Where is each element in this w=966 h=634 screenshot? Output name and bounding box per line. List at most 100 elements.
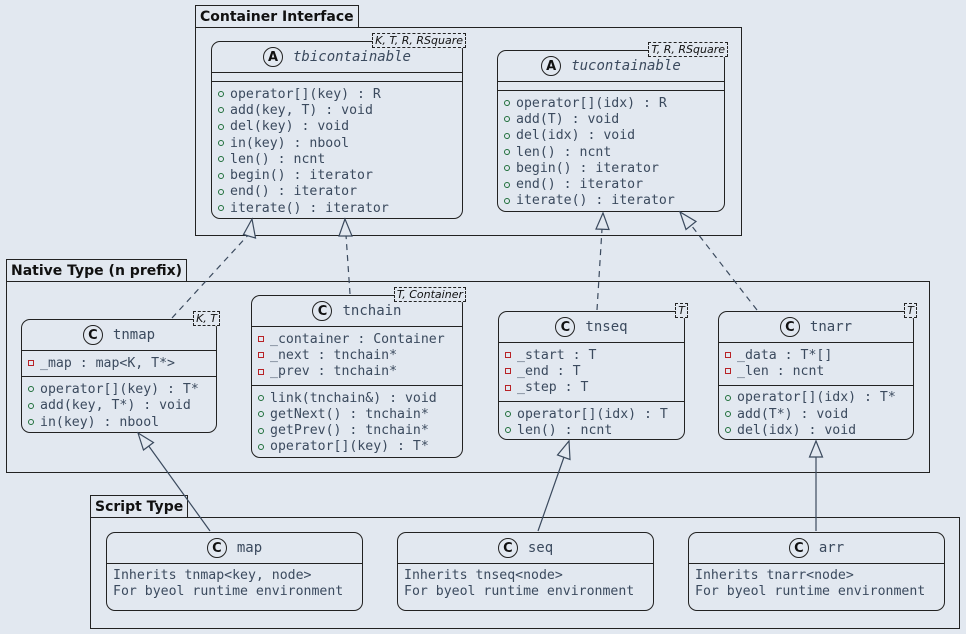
field-row: _map : map<K, T*> bbox=[28, 355, 210, 371]
class-name: arr bbox=[818, 540, 845, 556]
method-row: getPrev() : tnchain* bbox=[258, 422, 456, 438]
method-row: begin() : iterator bbox=[504, 160, 718, 176]
class-icon: C bbox=[497, 538, 518, 558]
method-row: del(key) : void bbox=[218, 119, 456, 135]
class-arr[interactable]: C arr Inherits tnarr<node> For byeol run… bbox=[688, 532, 945, 611]
public-visibility-icon bbox=[218, 188, 224, 195]
method-row: operator[](key) : T* bbox=[28, 381, 210, 397]
private-visibility-icon bbox=[725, 352, 731, 359]
fields-section bbox=[498, 81, 724, 90]
private-visibility-icon bbox=[258, 352, 264, 359]
public-visibility-icon bbox=[258, 427, 264, 434]
class-header: C tnarr T bbox=[719, 303, 917, 342]
description-section: Inherits tnseq<node> For byeol runtime e… bbox=[398, 563, 653, 606]
method-row: len() : ncnt bbox=[505, 422, 678, 438]
class-tbicontainable[interactable]: A tbicontainable K, T, R, RSquare operat… bbox=[211, 33, 466, 221]
class-icon: C bbox=[788, 538, 809, 558]
class-name: map bbox=[236, 540, 263, 556]
description-line: For byeol runtime environment bbox=[113, 584, 344, 600]
class-header: C seq bbox=[398, 533, 653, 563]
field-row: _step : T bbox=[505, 380, 678, 396]
class-map[interactable]: C map Inherits tnmap<key, node> For byeo… bbox=[106, 532, 363, 611]
public-visibility-icon bbox=[504, 181, 510, 188]
package-script-type-label: Script Type bbox=[90, 495, 189, 517]
template-parameters: T, Container bbox=[393, 287, 466, 302]
method-row: operator[](key) : R bbox=[218, 86, 456, 102]
class-tnmap[interactable]: C tnmap K, T _map : map<K, T*> operator[… bbox=[21, 311, 220, 435]
method-row: operator[](key) : T* bbox=[258, 439, 456, 455]
description-line: Inherits tnmap<key, node> bbox=[113, 568, 312, 583]
public-visibility-icon bbox=[28, 402, 34, 409]
field-row: _prev : tnchain* bbox=[258, 364, 456, 380]
methods-section: operator[](idx) : T len() : ncnt bbox=[499, 400, 684, 444]
public-visibility-icon bbox=[504, 197, 510, 204]
method-row: add(key, T*) : void bbox=[28, 398, 210, 414]
template-parameters: T bbox=[675, 303, 688, 318]
private-visibility-icon bbox=[725, 368, 731, 375]
public-visibility-icon bbox=[28, 419, 34, 426]
public-visibility-icon bbox=[218, 107, 224, 114]
fields-section: _start : T _end : T _step : T bbox=[499, 342, 684, 401]
fields-section: _map : map<K, T*> bbox=[22, 350, 216, 376]
public-visibility-icon bbox=[505, 411, 511, 418]
public-visibility-icon bbox=[218, 123, 224, 130]
private-visibility-icon bbox=[505, 352, 511, 359]
public-visibility-icon bbox=[504, 116, 510, 123]
class-header: C map bbox=[107, 533, 362, 563]
class-seq[interactable]: C seq Inherits tnseq<node> For byeol run… bbox=[397, 532, 654, 611]
public-visibility-icon bbox=[218, 172, 224, 179]
public-visibility-icon bbox=[504, 100, 510, 107]
public-visibility-icon bbox=[504, 149, 510, 156]
package-container-interface-label: Container Interface bbox=[195, 5, 359, 27]
class-name: tbicontainable bbox=[292, 49, 411, 65]
description-section: Inherits tnmap<key, node> For byeol runt… bbox=[107, 563, 362, 606]
class-header: A tbicontainable K, T, R, RSquare bbox=[212, 33, 466, 72]
field-row: _start : T bbox=[505, 347, 678, 363]
method-row: operator[](idx) : T bbox=[505, 406, 678, 422]
methods-section: operator[](idx) : T* add(T*) : void del(… bbox=[719, 384, 913, 444]
class-tnchain[interactable]: C tnchain T, Container _container : Cont… bbox=[251, 287, 466, 460]
methods-section: link(tnchain&) : void getNext() : tnchai… bbox=[252, 384, 462, 460]
public-visibility-icon bbox=[725, 394, 731, 401]
method-row: iterate() : iterator bbox=[504, 193, 718, 209]
methods-section: operator[](idx) : R add(T) : void del(id… bbox=[498, 90, 724, 214]
class-tnseq[interactable]: C tnseq T _start : T _end : T _step : T … bbox=[498, 303, 688, 440]
description-line: For byeol runtime environment bbox=[404, 584, 635, 600]
method-row: len() : ncnt bbox=[504, 144, 718, 160]
class-header: C tnmap K, T bbox=[22, 311, 220, 350]
private-visibility-icon bbox=[505, 368, 511, 375]
method-row: end() : iterator bbox=[504, 176, 718, 192]
template-parameters: K, T bbox=[193, 311, 220, 326]
package-native-type-label: Native Type (n prefix) bbox=[6, 259, 188, 281]
class-name: tnmap bbox=[112, 327, 156, 343]
description-line: Inherits tnarr<node> bbox=[695, 568, 854, 583]
fields-section: _data : T*[] _len : ncnt bbox=[719, 342, 913, 385]
method-row: in(key) : nbool bbox=[218, 135, 456, 151]
field-row: _next : tnchain* bbox=[258, 347, 456, 363]
abstract-class-icon: A bbox=[262, 47, 283, 67]
class-header: A tucontainable T, R, RSquare bbox=[498, 42, 728, 81]
method-row: len() : ncnt bbox=[218, 151, 456, 167]
method-row: del(idx) : void bbox=[504, 128, 718, 144]
class-name: tnarr bbox=[809, 319, 853, 335]
class-name: tucontainable bbox=[571, 58, 681, 74]
public-visibility-icon bbox=[258, 411, 264, 418]
class-header: C tnseq T bbox=[499, 303, 688, 342]
public-visibility-icon bbox=[504, 165, 510, 172]
class-tnarr[interactable]: C tnarr T _data : T*[] _len : ncnt opera… bbox=[718, 303, 917, 440]
public-visibility-icon bbox=[725, 411, 731, 418]
public-visibility-icon bbox=[258, 395, 264, 402]
class-name: seq bbox=[527, 540, 554, 556]
public-visibility-icon bbox=[504, 132, 510, 139]
class-tucontainable[interactable]: A tucontainable T, R, RSquare operator[]… bbox=[497, 42, 728, 214]
methods-section: operator[](key) : R add(key, T) : void d… bbox=[212, 81, 462, 221]
description-section: Inherits tnarr<node> For byeol runtime e… bbox=[689, 563, 944, 606]
method-row: operator[](idx) : T* bbox=[725, 390, 907, 406]
class-name: tnseq bbox=[585, 319, 628, 335]
class-icon: C bbox=[779, 317, 800, 337]
class-header: C arr bbox=[689, 533, 944, 563]
fields-section bbox=[212, 72, 462, 81]
public-visibility-icon bbox=[505, 427, 511, 434]
methods-section: operator[](key) : T* add(key, T*) : void… bbox=[22, 376, 216, 435]
